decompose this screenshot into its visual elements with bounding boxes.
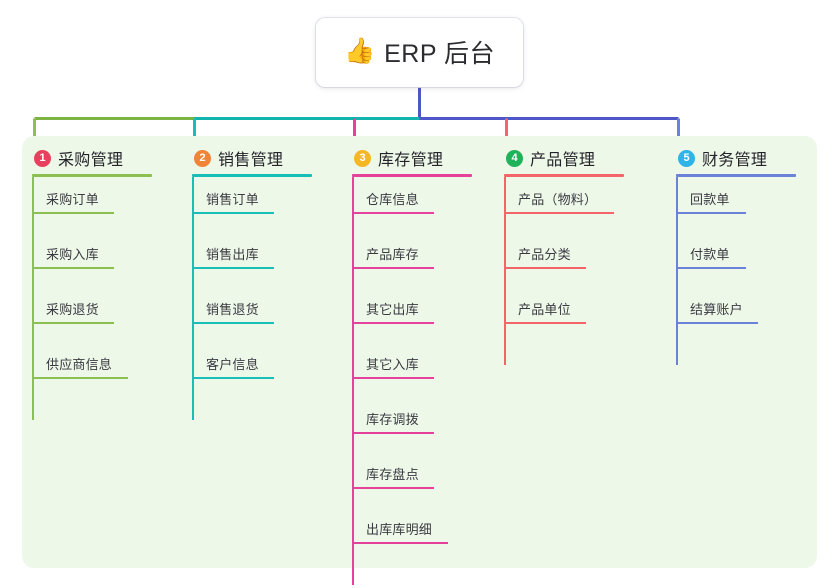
leaf-node-rule (32, 322, 114, 324)
leaf-node-label: 产品（物料） (518, 192, 598, 207)
leaf-node-label: 库存调拨 (366, 412, 419, 427)
column-header-2[interactable]: 2 销售管理 (194, 146, 283, 170)
leaf-node-label: 结算账户 (690, 302, 743, 317)
branch-columns: 1 采购管理采购订单采购入库采购退货供应商信息 2 销售管理销售订单销售出库销售退货客… (22, 136, 817, 585)
column-title-label: 销售管理 (218, 152, 284, 169)
column-header-5[interactable]: 5 财务管理 (678, 146, 767, 170)
leaf-node-label: 销售退货 (206, 302, 259, 317)
leaf-node-label: 仓库信息 (366, 192, 419, 207)
leaf-node-label: 产品单位 (518, 302, 571, 317)
column-spine (32, 177, 34, 420)
branch-column-1: 1 采购管理采购订单采购入库采购退货供应商信息 (22, 136, 181, 568)
leaf-node-rule (352, 212, 434, 214)
column-title-label: 财务管理 (702, 152, 768, 169)
column-spine (676, 177, 678, 365)
leaf-node-label: 出库库明细 (366, 522, 433, 537)
column-badge-5: 5 (678, 149, 695, 167)
leaf-node-rule (192, 377, 274, 379)
column-title-label: 采购管理 (58, 152, 124, 169)
column-spine (192, 177, 194, 420)
leaf-node-label: 产品库存 (366, 247, 419, 262)
column-header-rule (192, 174, 312, 177)
leaf-node-rule (676, 267, 746, 269)
leaf-node-label: 销售订单 (206, 192, 259, 207)
leaf-node-label: 采购订单 (46, 192, 99, 207)
leaf-node-rule (352, 542, 448, 544)
leaf-node-label: 付款单 (690, 247, 730, 262)
column-header-1[interactable]: 1 采购管理 (34, 146, 123, 170)
column-badge-2: 2 (194, 149, 211, 167)
leaf-node-rule (192, 267, 274, 269)
leaf-node-label: 产品分类 (518, 247, 571, 262)
leaf-node-rule (352, 377, 434, 379)
column-spine (352, 177, 354, 585)
column-spine (504, 177, 506, 365)
leaf-node-rule (676, 322, 758, 324)
leaf-node-label: 销售出库 (206, 247, 259, 262)
leaf-node-rule (352, 267, 434, 269)
leaf-node-label: 采购入库 (46, 247, 99, 262)
leaf-node-rule (32, 267, 114, 269)
leaf-node-rule (504, 267, 586, 269)
leaf-node-rule (352, 487, 434, 489)
column-badge-1: 1 (34, 149, 51, 167)
root-node-content: 👍 ERP 后台 (344, 34, 495, 70)
leaf-node-rule (504, 212, 614, 214)
column-header-4[interactable]: 4 产品管理 (506, 146, 595, 170)
leaf-node-label: 供应商信息 (46, 357, 113, 372)
column-title-label: 库存管理 (378, 152, 444, 169)
leaf-node-rule (192, 212, 274, 214)
leaf-node-rule (504, 322, 586, 324)
column-badge-3: 3 (354, 149, 371, 167)
leaf-node-rule (192, 322, 274, 324)
thumbs-up-icon: 👍 (343, 37, 376, 65)
column-header-rule (352, 174, 472, 177)
leaf-node-rule (32, 377, 128, 379)
leaf-node-label: 其它入库 (366, 357, 419, 372)
leaf-node-rule (676, 212, 746, 214)
leaf-node-rule (352, 322, 434, 324)
column-title-label: 产品管理 (530, 152, 596, 169)
branch-column-4: 4 产品管理产品（物料） 产品分类产品单位 (499, 136, 658, 568)
branch-column-2: 2 销售管理销售订单销售出库销售退货客户信息 (181, 136, 340, 568)
root-node[interactable]: 👍 ERP 后台 (316, 18, 523, 87)
leaf-node-label: 客户信息 (206, 357, 259, 372)
branch-column-5: 5 财务管理回款单付款单结算账户 (658, 136, 817, 568)
root-node-label: ERP 后台 (384, 39, 496, 68)
leaf-node-label: 其它出库 (366, 302, 419, 317)
column-header-rule (676, 174, 796, 177)
leaf-node-rule (352, 432, 434, 434)
leaf-node-label: 回款单 (690, 192, 730, 207)
column-badge-4: 4 (506, 149, 523, 167)
column-header-3[interactable]: 3 库存管理 (354, 146, 443, 170)
branch-column-3: 3 库存管理仓库信息产品库存其它出库其它入库库存调拨库存盘点出库库明细 (340, 136, 499, 585)
leaf-node-label: 采购退货 (46, 302, 99, 317)
branch-panel (22, 136, 817, 568)
column-header-rule (32, 174, 152, 177)
column-header-rule (504, 174, 624, 177)
leaf-node-label: 库存盘点 (366, 467, 419, 482)
leaf-node-rule (32, 212, 114, 214)
